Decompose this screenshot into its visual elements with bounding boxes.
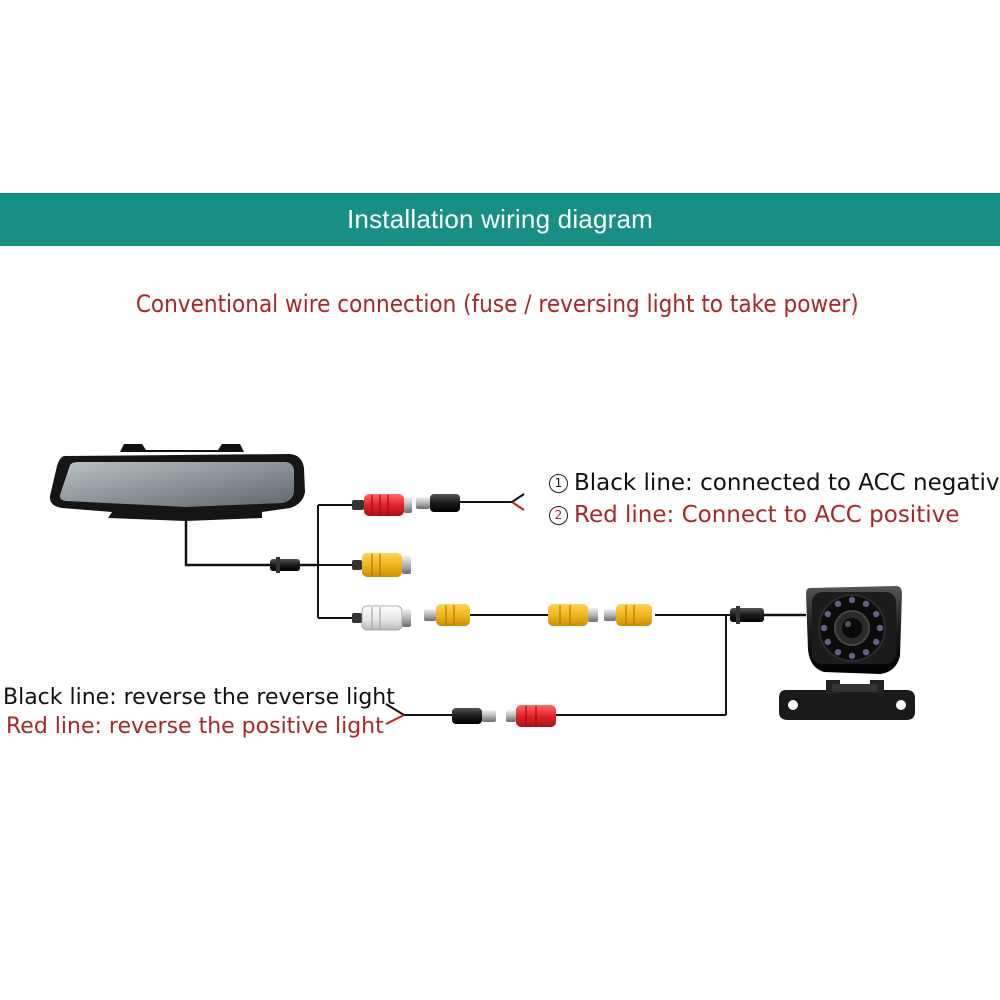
title-banner: Installation wiring diagram bbox=[0, 193, 1000, 246]
camera-cable-junction bbox=[730, 606, 764, 624]
yellow-camera-plug bbox=[604, 604, 652, 626]
yellow-video-connector-monitor bbox=[352, 553, 411, 577]
black-lead bbox=[511, 493, 525, 503]
number-2-badge: 2 bbox=[549, 506, 568, 525]
reverse-red-connector bbox=[506, 705, 556, 727]
ir-led-ring bbox=[820, 596, 884, 660]
label-acc-positive: 2 Red line: Connect to ACC positive bbox=[549, 502, 959, 528]
yellow-extension-plug-1 bbox=[424, 604, 470, 626]
wires bbox=[184, 493, 806, 725]
label-acc-negative: 1 Black line: connected to ACC negative bbox=[549, 470, 1000, 496]
label-reverse-red: Red line: reverse the positive light bbox=[6, 714, 384, 739]
diagram-subtitle: Conventional wire connection (fuse / rev… bbox=[135, 290, 859, 318]
yellow-extension-plug-2 bbox=[548, 604, 598, 626]
monitor-main-cable bbox=[184, 518, 270, 567]
label-acc-negative-text: Black line: connected to ACC negative bbox=[574, 470, 1000, 496]
backup-camera bbox=[779, 586, 915, 720]
number-1-badge: 1 bbox=[549, 474, 568, 493]
label-reverse-black: Black line: reverse the reverse light bbox=[3, 685, 395, 710]
rearview-mirror-monitor bbox=[49, 444, 305, 521]
label-acc-positive-text: Red line: Connect to ACC positive bbox=[574, 502, 960, 528]
reverse-dc-plug bbox=[452, 708, 496, 724]
monitor-cable-junction bbox=[270, 557, 300, 573]
red-power-connector bbox=[352, 494, 412, 516]
dc-power-plug bbox=[416, 494, 460, 512]
diagram-title: Installation wiring diagram bbox=[347, 204, 653, 234]
white-video-connector bbox=[352, 605, 411, 631]
red-lead bbox=[511, 501, 525, 511]
reverse-black-lead bbox=[385, 703, 405, 716]
reverse-red-lead bbox=[385, 714, 405, 725]
